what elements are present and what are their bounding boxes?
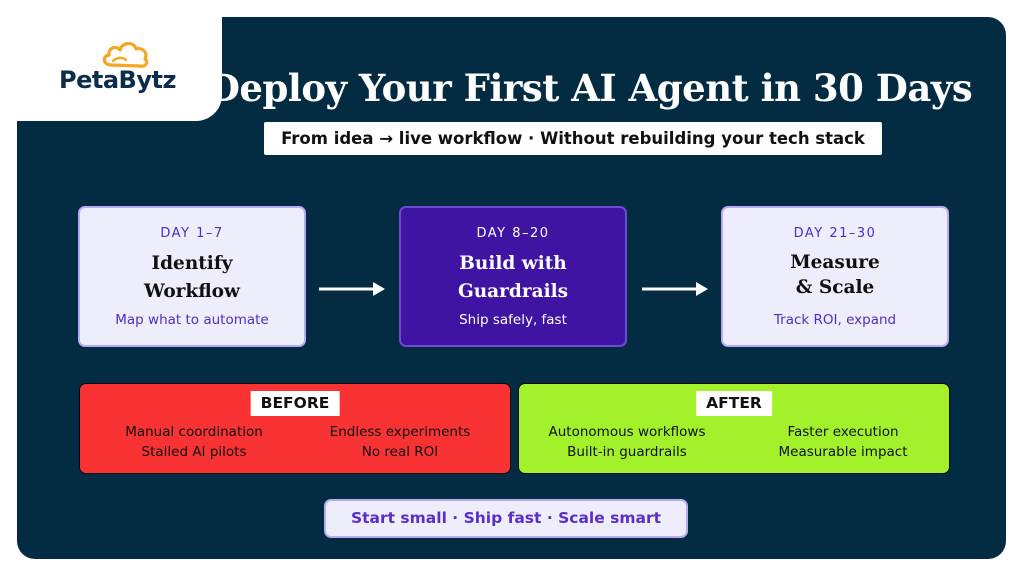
step-description: Ship safely, fast [459,312,567,328]
step-title-line: & Scale [795,277,875,298]
step-card-identify: DAY 1–7 Identify Workflow Map what to au… [78,206,306,347]
step-title-line: Identify [151,253,233,274]
before-label: BEFORE [250,391,340,416]
step-day-label: DAY 21–30 [793,226,877,241]
after-item: Autonomous workflows [548,424,706,440]
step-description: Map what to automate [115,312,269,328]
step-card-measure: DAY 21–30 Measure & Scale Track ROI, exp… [721,206,949,347]
step-title: Measure & Scale [729,250,941,300]
arrow-right-icon [319,282,385,296]
logo-card: PetaBytz [17,17,222,121]
step-title: Build with Guardrails [407,250,619,306]
step-title-line: Measure [790,252,880,273]
arrow-right-icon [642,282,708,296]
page-title: Deploy Your First AI Agent in 30 Days [207,66,973,110]
subtitle-banner: From idea → live workflow · Without rebu… [264,122,882,155]
step-card-build: DAY 8–20 Build with Guardrails Ship safe… [399,206,627,347]
after-box: AFTER Autonomous workflows Faster execut… [518,383,950,474]
step-description: Track ROI, expand [773,312,897,328]
step-title-line: Guardrails [457,281,569,302]
step-day-label: DAY 1–7 [160,226,224,241]
before-item: Manual coordination [125,424,263,440]
after-item: Built-in guardrails [567,444,687,460]
after-label: AFTER [696,391,772,416]
cloud-logo-icon [102,41,149,68]
before-box: BEFORE Manual coordination Endless exper… [79,383,511,474]
step-title-line: Workflow [144,281,240,302]
step-title: Identify Workflow [86,250,298,306]
footer-tagline: Start small · Ship fast · Scale smart [324,499,688,538]
brand-name: PetaBytz [59,66,176,94]
step-day-label: DAY 8–20 [476,226,550,241]
after-item: Measurable impact [778,444,908,460]
before-item: Stalled AI pilots [141,444,247,460]
step-title-line: Build with [459,253,567,274]
before-item: Endless experiments [329,424,471,440]
before-item: No real ROI [361,444,439,460]
after-item: Faster execution [787,424,899,440]
